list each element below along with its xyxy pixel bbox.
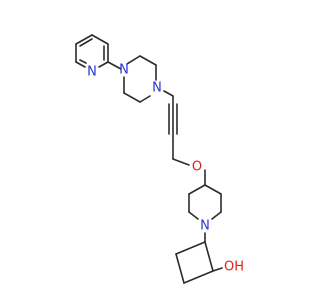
- piperazine-nitrogen-1-label: N: [119, 63, 129, 78]
- bond: [175, 253, 185, 284]
- pyridine-ring: [75, 34, 109, 68]
- piperidine-ring: [188, 184, 222, 220]
- bond: [139, 95, 151, 103]
- bond: [188, 184, 206, 195]
- bond: [79, 38, 93, 47]
- pyridine-nitrogen-label: N: [87, 65, 97, 80]
- bond: [98, 61, 109, 68]
- bond: [204, 184, 222, 195]
- bond: [188, 211, 199, 220]
- piperidine-nitrogen-label: N: [200, 219, 210, 234]
- ether-oxygen-label: O: [192, 160, 202, 175]
- bond: [126, 55, 141, 65]
- hydroxyl-label: OH: [224, 260, 244, 275]
- bond: [212, 267, 223, 272]
- bond: [139, 55, 157, 66]
- alkyne-triple-bond: [168, 95, 178, 142]
- bond: [204, 241, 214, 272]
- bond: [79, 59, 87, 64]
- piperazine-nitrogen-4-label: N: [152, 81, 162, 96]
- bond: [91, 34, 109, 45]
- molecule-diagram: N N N O N OH: [75, 34, 245, 284]
- bond: [107, 61, 122, 70]
- bond: [163, 90, 174, 97]
- bond: [175, 241, 206, 255]
- bond: [75, 61, 86, 68]
- bond: [123, 92, 141, 103]
- piperazine-ring: [123, 55, 157, 103]
- bond: [75, 34, 93, 45]
- cyclobutane-ring: [175, 241, 214, 284]
- bond: [183, 270, 214, 284]
- bond: [172, 158, 190, 166]
- structure-svg: N N N O N OH: [75, 34, 244, 284]
- bond: [211, 211, 222, 220]
